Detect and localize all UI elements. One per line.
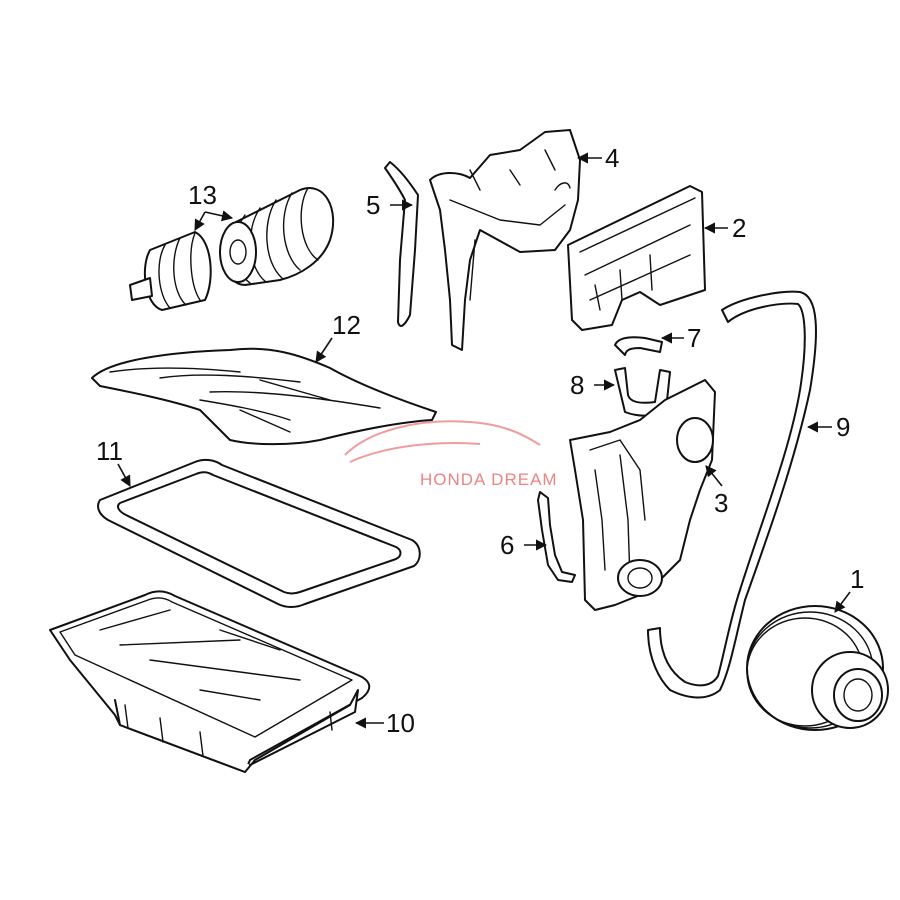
callout-13-leader-a [194,211,206,231]
callout-3-leader [705,465,723,487]
callout-8: 8 [570,370,584,400]
part-crankshaft-pulley [746,605,889,731]
callout-1-leader [834,591,851,613]
part-seal-lower [614,367,671,417]
part-upper-timing-cover-front [567,185,706,331]
callout-12: 12 [332,310,361,340]
part-seal-upper [614,336,663,356]
callouts: 1 2 3 4 5 6 7 8 9 10 11 12 13 [96,143,864,738]
watermark-text: HONDA DREAM [420,470,558,489]
part-oil-pan-gasket [97,458,421,608]
part-lower-timing-cover [569,379,716,611]
callout-13: 13 [188,180,217,210]
callout-11-leader [117,463,131,487]
part-upper-cover-gasket [384,161,419,327]
callout-7: 7 [687,323,701,353]
callout-11: 11 [96,436,123,466]
part-oil-pan [49,590,371,773]
callout-12-leader [315,337,333,363]
part-upper-timing-cover-rear [429,129,581,351]
callout-4: 4 [605,143,619,173]
part-lower-cover-gasket [537,491,576,583]
watermark: HONDA DREAM [344,420,558,489]
part-baffle-plate [91,347,437,446]
callout-2: 2 [732,213,746,243]
callout-3: 3 [714,488,728,518]
part-oil-filter [129,187,335,311]
callout-5: 5 [366,190,380,220]
watermark-car-outline [344,420,541,463]
part-timing-belt [647,290,817,699]
callout-9: 9 [836,412,850,442]
callout-10: 10 [386,708,415,738]
callout-13-leader-b [204,210,234,222]
callout-6: 6 [500,530,514,560]
callout-1: 1 [850,564,864,594]
